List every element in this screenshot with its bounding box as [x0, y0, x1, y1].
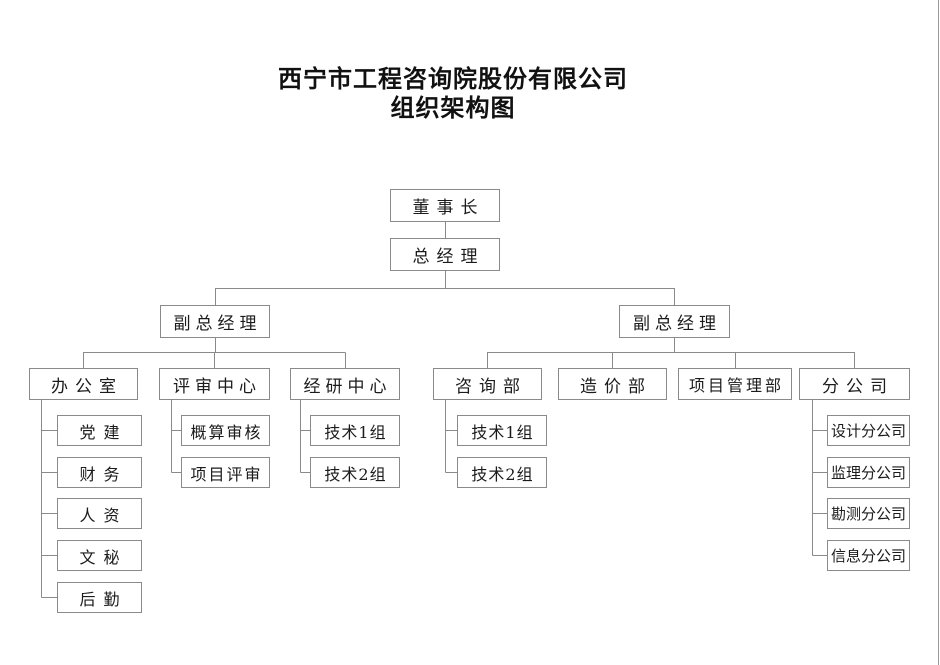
node-project-review: 项目评审 — [181, 457, 270, 488]
node-research-center: 经研中心 — [290, 368, 400, 400]
node-chairman: 董事长 — [390, 189, 500, 222]
node-finance: 财务 — [57, 457, 142, 488]
node-consulting-tech-group2: 技术2组 — [457, 457, 547, 488]
page-title: 西宁市工程咨询院股份有限公司 组织架构图 — [0, 64, 906, 122]
node-info-branch: 信息分公司 — [827, 540, 910, 571]
node-general-manager: 总经理 — [390, 238, 500, 271]
node-hr: 人资 — [57, 498, 142, 529]
node-design-branch: 设计分公司 — [827, 415, 910, 446]
page-title-line2: 组织架构图 — [390, 93, 516, 122]
page-title-line1: 西宁市工程咨询院股份有限公司 — [278, 64, 628, 93]
node-deputy-gm-right: 副总经理 — [619, 305, 730, 338]
node-consulting-tech-group1: 技术1组 — [457, 415, 547, 446]
node-logistics: 后勤 — [57, 582, 142, 613]
node-supervision-branch: 监理分公司 — [827, 457, 910, 488]
node-cost-dept: 造价部 — [558, 368, 667, 400]
node-survey-branch: 勘测分公司 — [827, 498, 910, 529]
node-research-tech-group2: 技术2组 — [310, 457, 400, 488]
node-review-center: 评审中心 — [159, 368, 270, 400]
node-project-management-dept: 项目管理部 — [678, 368, 792, 400]
node-party-building: 党建 — [57, 415, 142, 446]
node-estimate-review: 概算审核 — [181, 415, 270, 446]
node-research-tech-group1: 技术1组 — [310, 415, 400, 446]
node-deputy-gm-left: 副总经理 — [160, 305, 270, 338]
node-office: 办公室 — [29, 368, 138, 400]
node-branch-company: 分公司 — [799, 368, 910, 400]
node-secretarial: 文秘 — [57, 540, 142, 571]
node-consulting-dept: 咨询部 — [433, 368, 542, 400]
